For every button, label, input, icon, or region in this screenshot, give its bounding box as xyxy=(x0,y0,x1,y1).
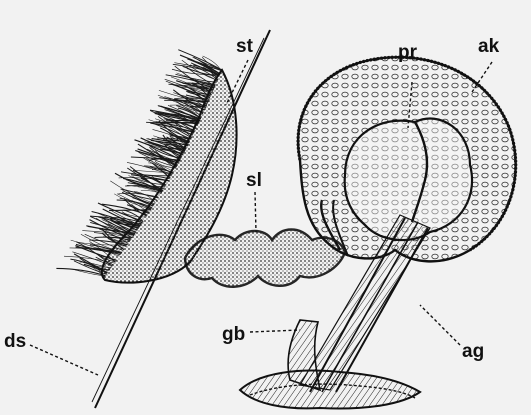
leader-ds xyxy=(30,345,98,375)
label-sl: sl xyxy=(246,170,262,191)
label-st: st xyxy=(236,36,254,57)
label-gb: gb xyxy=(222,324,245,345)
leader-gb xyxy=(250,330,300,332)
label-pr: pr xyxy=(398,42,418,63)
leader-ag xyxy=(420,305,460,345)
label-ag: ag xyxy=(462,341,484,362)
leader-sl xyxy=(255,192,256,232)
label-ds: ds xyxy=(4,331,26,352)
label-ak: ak xyxy=(478,36,500,57)
